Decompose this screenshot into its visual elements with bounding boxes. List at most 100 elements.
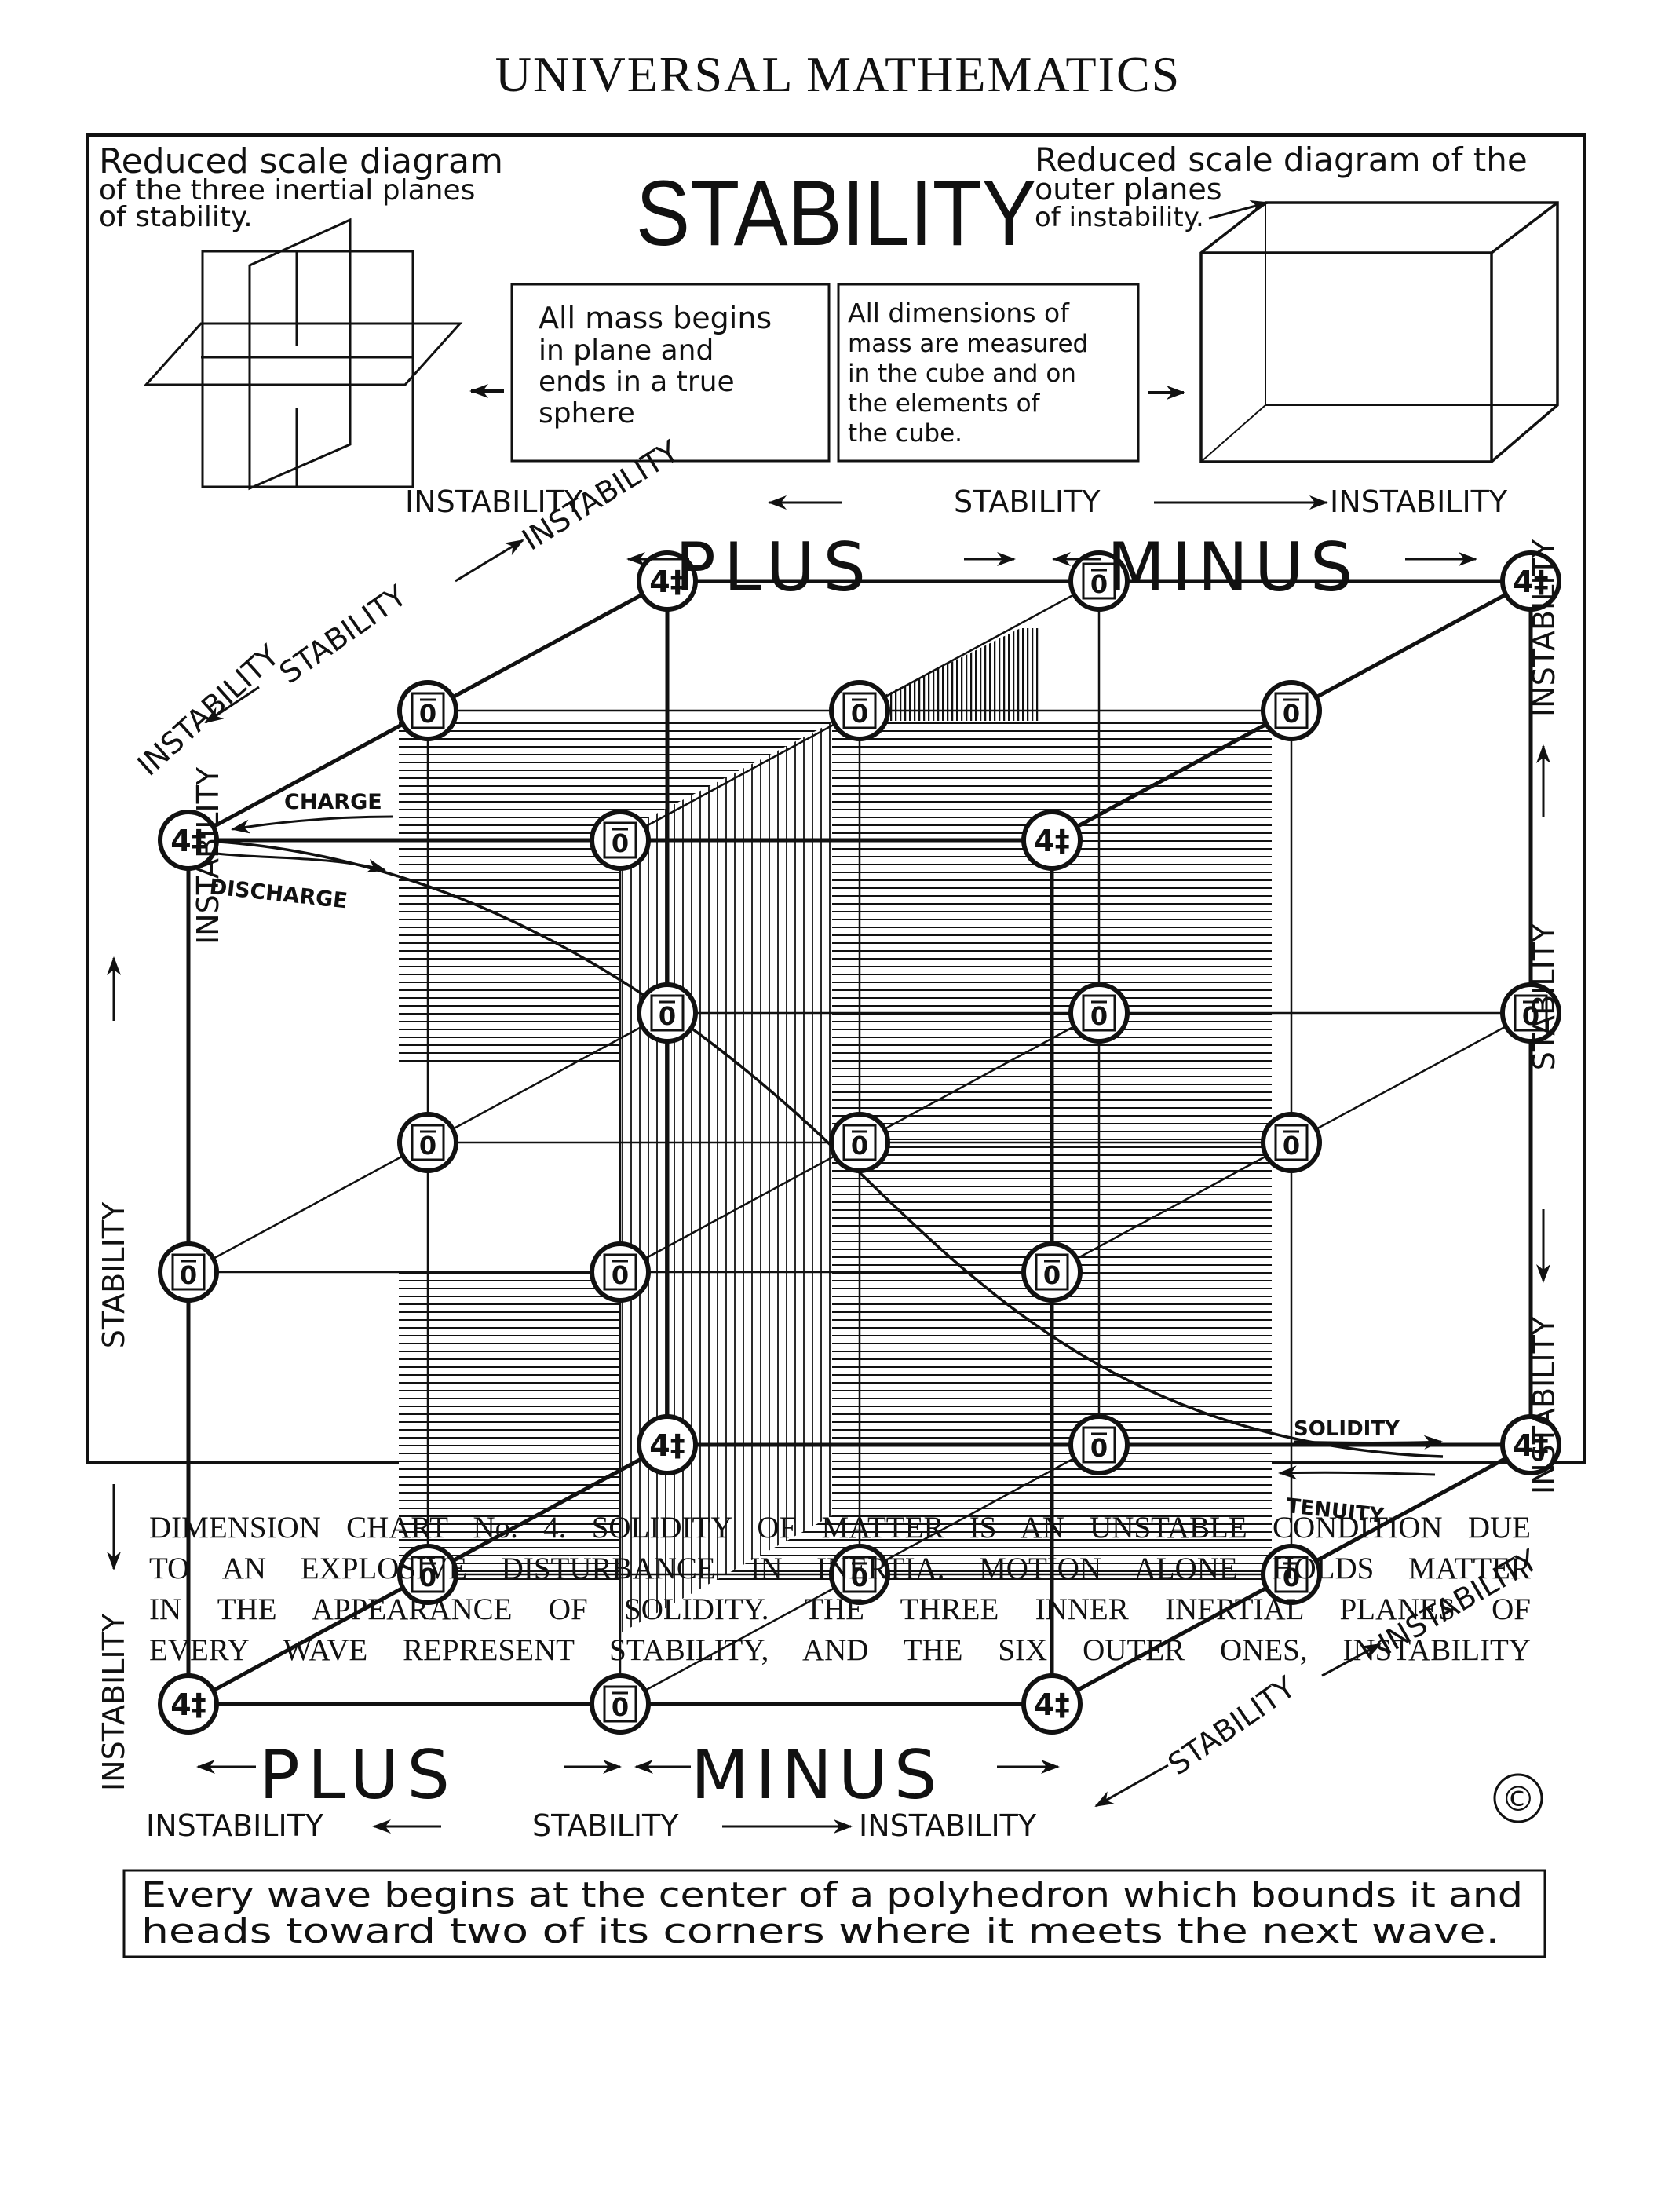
zero-node-label: 0 (1283, 1563, 1300, 1592)
corner-node: 4‡ (1021, 1673, 1083, 1735)
svg-text:INSTABILITY: INSTABILITY (1527, 1316, 1561, 1494)
zero-node-label: 0 (419, 1563, 436, 1592)
corner-node-label: 4‡ (1034, 1687, 1069, 1722)
svg-text:STABILITY: STABILITY (1162, 1669, 1302, 1782)
zero-node-label: 0 (1090, 1433, 1108, 1463)
zero-node: 0 (829, 680, 890, 741)
svg-text:INSTABILITY: INSTABILITY (1527, 539, 1561, 717)
corner-node-label: 4‡ (1513, 565, 1548, 599)
zero-node: 0 (397, 1544, 458, 1605)
lattice-edge (1050, 708, 1293, 843)
zero-node: 0 (397, 680, 458, 741)
svg-text:All dimensions of: All dimensions of (848, 298, 1070, 328)
top-axis: INSTABILITY STABILITY INSTABILITY (405, 484, 1508, 519)
svg-text:the elements of: the elements of (848, 389, 1041, 418)
lattice-edge (619, 1573, 860, 1706)
lattice-edge (427, 1011, 668, 1144)
svg-text:STABILITY: STABILITY (273, 578, 414, 690)
svg-text:STABILITY: STABILITY (532, 1808, 679, 1843)
corner-node-label: 4‡ (170, 824, 206, 858)
caption-line: DIMENSION CHART No. 4. SOLIDITY OF MATTE… (149, 1511, 1531, 1545)
plane-lower-left (399, 1272, 620, 1586)
zero-node: 0 (1068, 1414, 1130, 1475)
lattice-edge (619, 709, 860, 842)
svg-text:Reduced scale diagram of the: Reduced scale diagram of the (1035, 141, 1528, 179)
right-note: Reduced scale diagram of the outer plane… (1035, 141, 1528, 233)
zero-node-label: 0 (612, 1692, 629, 1722)
lattice-edge (1290, 579, 1532, 713)
zero-node: 0 (1261, 1544, 1322, 1605)
lattice-edge (187, 708, 429, 843)
zero-node-label: 0 (851, 1131, 868, 1161)
left-note: Reduced scale diagram of the three inert… (99, 141, 503, 233)
zero-node-label: 0 (1090, 1001, 1108, 1031)
zero-node-label: 0 (612, 828, 629, 858)
inner-lattice (188, 580, 1532, 1706)
lattice-edge (859, 580, 1100, 712)
lattice-edge (426, 1442, 669, 1577)
zero-node: 0 (590, 1241, 651, 1303)
corner-node: 4‡ (637, 550, 698, 612)
svg-text:of stability.: of stability. (99, 201, 253, 233)
svg-text:INSTABILITY: INSTABILITY (131, 638, 287, 783)
bottom-axis: INSTABILITY STABILITY INSTABILITY (146, 1808, 1037, 1843)
lattice-edge (859, 1443, 1100, 1576)
lattice-edge (187, 1572, 429, 1706)
svg-text:INSTABILITY: INSTABILITY (1330, 484, 1508, 519)
lattice-edge (859, 1011, 1100, 1144)
zero-node-label: 0 (659, 1001, 676, 1031)
zero-node-label: 0 (1283, 699, 1300, 729)
corner-node: 4‡ (158, 1673, 219, 1735)
zero-node-label: 0 (851, 699, 868, 729)
lattice-edge (1051, 1141, 1292, 1274)
svg-text:PLUS: PLUS (675, 528, 874, 607)
svg-text:in the cube and on: in the cube and on (848, 360, 1076, 388)
charge-label: CHARGE (284, 790, 382, 814)
zero-node-label: 0 (851, 1563, 868, 1592)
caption-line: IN THE APPEARANCE OF SOLIDITY. THE THREE… (149, 1592, 1531, 1626)
chart-title: STABILITY (636, 162, 1036, 265)
cube-lattice (186, 579, 1533, 1706)
svg-text:STABILITY: STABILITY (954, 484, 1101, 519)
svg-text:of instability.: of instability. (1035, 202, 1204, 233)
zero-node-label: 0 (612, 1260, 629, 1290)
zero-node-label: 0 (419, 699, 436, 729)
copyright-mark: © (1493, 1773, 1543, 1823)
corner-node: 4‡ (1021, 810, 1083, 871)
svg-text:INSTABILITY: INSTABILITY (191, 766, 225, 945)
wave-note-box: Every wave begins at the center of a pol… (122, 1869, 1546, 1958)
corner-node: 4‡ (637, 1414, 698, 1475)
caption-line: TO AN EXPLOSIVE DISTURBANCE IN INERTIA. … (149, 1552, 1531, 1585)
svg-text:PLUS: PLUS (259, 1736, 458, 1815)
box-mass-begins: All mass begins in plane and ends in a t… (510, 283, 831, 463)
zero-node-label: 0 (1043, 1260, 1061, 1290)
zero-node-label: 0 (1090, 569, 1108, 599)
svg-text:heads toward two of its corner: heads toward two of its corners where it… (141, 1911, 1499, 1951)
right-axis: INSTABILITY STABILITY INSTABILITY (1527, 539, 1561, 1494)
lattice-edge (426, 579, 669, 713)
corner-node-label: 4‡ (649, 565, 685, 599)
corner-node-label: 4‡ (1034, 824, 1069, 858)
svg-text:STABILITY: STABILITY (97, 1201, 131, 1348)
top-plus-minus: PLUS MINUS (626, 528, 1477, 607)
zero-node: 0 (637, 982, 698, 1044)
svg-text:the cube.: the cube. (848, 419, 962, 448)
corner-node: 4‡ (1500, 550, 1561, 612)
zero-node: 0 (397, 1112, 458, 1173)
solidity-label: SOLIDITY (1294, 1417, 1400, 1441)
svg-text:INSTABILITY: INSTABILITY (859, 1808, 1037, 1843)
corner-node-label: 4‡ (649, 1428, 685, 1463)
three-planes-diagram (143, 218, 463, 491)
svg-text:©: © (1501, 1779, 1535, 1819)
caption-line: EVERY WAVE REPRESENT STABILITY, AND THE … (149, 1633, 1531, 1667)
lattice-edge (1290, 1442, 1532, 1577)
zero-node: 0 (1500, 982, 1561, 1044)
svg-text:Every wave begins at the cente: Every wave begins at the center of a pol… (141, 1875, 1523, 1915)
corner-node: 4‡ (158, 810, 219, 871)
zero-node: 0 (158, 1241, 219, 1303)
zero-node: 0 (590, 810, 651, 871)
corner-node-label: 4‡ (1513, 1428, 1548, 1463)
lattice-edge (619, 1141, 860, 1274)
